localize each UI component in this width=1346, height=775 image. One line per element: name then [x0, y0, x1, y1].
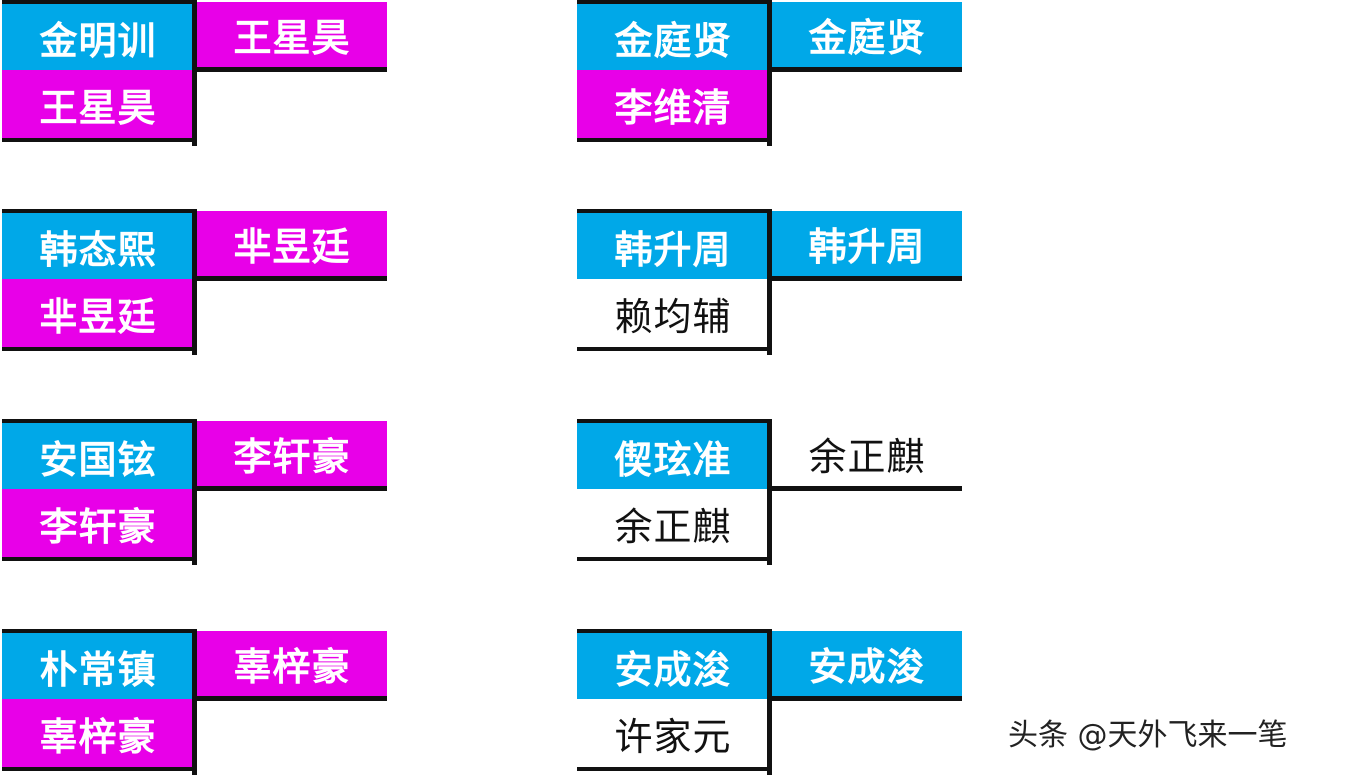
- match-right-3: 偰玹准余正麒余正麒: [577, 419, 1346, 565]
- winner-slot: 韩升周: [772, 211, 962, 281]
- player-slot-top: 朴常镇: [2, 629, 194, 699]
- player-slot-top: 安国铉: [2, 419, 194, 489]
- match-left-1: 金明训王星昊王星昊: [2, 0, 967, 146]
- player-slot-bottom: 李维清: [577, 70, 769, 142]
- bracket-connector-line: [767, 629, 772, 775]
- bracket-connector-line: [767, 209, 772, 355]
- match-right-2: 韩升周赖均辅韩升周: [577, 209, 1346, 355]
- player-slot-bottom: 许家元: [577, 699, 769, 771]
- bracket-connector-line: [767, 419, 772, 565]
- player-slot-top: 偰玹准: [577, 419, 769, 489]
- player-slot-top: 金明训: [2, 0, 194, 70]
- winner-slot: 李轩豪: [197, 421, 387, 491]
- match-right-1: 金庭贤李维清金庭贤: [577, 0, 1346, 146]
- winner-slot: 芈昱廷: [197, 211, 387, 281]
- player-slot-bottom: 王星昊: [2, 70, 194, 142]
- match-left-2: 韩态熙芈昱廷芈昱廷: [2, 209, 967, 355]
- bracket-connector-line: [767, 0, 772, 146]
- winner-slot: 王星昊: [197, 2, 387, 72]
- player-slot-bottom: 余正麒: [577, 489, 769, 561]
- watermark: 头条 @天外飞来一笔: [1008, 718, 1288, 753]
- bracket-connector-line: [192, 419, 197, 565]
- player-slot-top: 韩升周: [577, 209, 769, 279]
- winner-slot: 金庭贤: [772, 2, 962, 72]
- player-slot-top: 安成浚: [577, 629, 769, 699]
- bracket-connector-line: [192, 0, 197, 146]
- match-left-3: 安国铉李轩豪李轩豪: [2, 419, 967, 565]
- match-right-4: 安成浚许家元安成浚: [577, 629, 1346, 775]
- match-left-4: 朴常镇辜梓豪辜梓豪: [2, 629, 967, 775]
- player-slot-bottom: 赖均辅: [577, 279, 769, 351]
- bracket-connector-line: [192, 629, 197, 775]
- winner-slot: 安成浚: [772, 631, 962, 701]
- winner-slot: 辜梓豪: [197, 631, 387, 701]
- player-slot-top: 金庭贤: [577, 0, 769, 70]
- player-slot-bottom: 芈昱廷: [2, 279, 194, 351]
- bracket-connector-line: [192, 209, 197, 355]
- player-slot-bottom: 辜梓豪: [2, 699, 194, 771]
- player-slot-bottom: 李轩豪: [2, 489, 194, 561]
- player-slot-top: 韩态熙: [2, 209, 194, 279]
- winner-slot: 余正麒: [772, 421, 962, 491]
